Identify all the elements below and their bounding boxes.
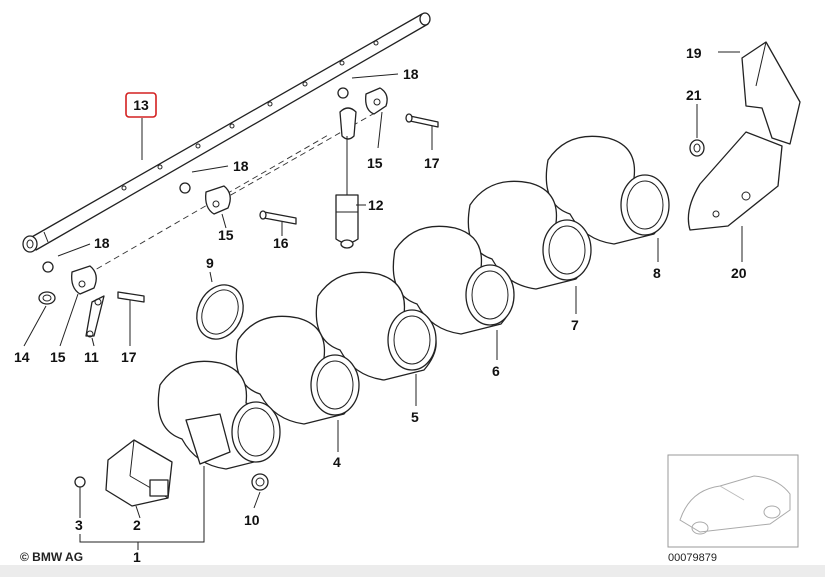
throttle-body-4[interactable] xyxy=(235,315,360,425)
top-bracket-assembly[interactable] xyxy=(337,87,439,128)
callout-14[interactable]: 14 xyxy=(14,349,30,365)
callout-20[interactable]: 20 xyxy=(731,265,747,281)
callout-18c[interactable]: 18 xyxy=(94,235,110,251)
drawing-number: 00079879 xyxy=(668,552,717,564)
callout-11[interactable]: 11 xyxy=(84,349,99,365)
callout-15b[interactable]: 15 xyxy=(218,227,234,243)
callouts: 13 18 15 17 12 18 15 16 18 14 15 11 17 9… xyxy=(14,45,747,565)
callout-4[interactable]: 4 xyxy=(333,454,341,470)
callout-12[interactable]: 12 xyxy=(368,197,384,213)
callout-3[interactable]: 3 xyxy=(75,517,83,533)
part-13-shaft[interactable] xyxy=(22,12,431,253)
callout-1[interactable]: 1 xyxy=(133,549,141,565)
callout-6[interactable]: 6 xyxy=(492,363,500,379)
callout-18a[interactable]: 18 xyxy=(403,66,419,82)
part-19-cover[interactable] xyxy=(741,41,801,145)
callout-7[interactable]: 7 xyxy=(571,317,579,333)
shaft-holes xyxy=(121,40,379,191)
part-2-sensor[interactable] xyxy=(105,439,173,507)
part-10-nut[interactable] xyxy=(251,473,269,491)
throttle-body-7[interactable] xyxy=(467,180,592,290)
callout-17b[interactable]: 17 xyxy=(121,349,137,365)
callout-5[interactable]: 5 xyxy=(411,409,419,425)
throttle-body-8[interactable] xyxy=(545,135,670,245)
vehicle-thumbnail xyxy=(667,454,799,548)
bottom-bar xyxy=(0,565,825,577)
part-20-bracket[interactable] xyxy=(687,131,783,231)
callout-15c[interactable]: 15 xyxy=(50,349,66,365)
part-3-screw[interactable] xyxy=(74,476,86,500)
highlight-box-13 xyxy=(125,92,157,118)
callout-8[interactable]: 8 xyxy=(653,265,661,281)
throttle-body-5[interactable] xyxy=(315,271,437,381)
callout-15a[interactable]: 15 xyxy=(367,155,383,171)
copyright-text: © BMW AG xyxy=(20,550,83,564)
part-12-damper[interactable] xyxy=(335,107,359,249)
callout-21[interactable]: 21 xyxy=(686,87,702,103)
callout-18b[interactable]: 18 xyxy=(233,158,249,174)
callout-19[interactable]: 19 xyxy=(686,45,702,61)
callout-10[interactable]: 10 xyxy=(244,512,260,528)
parts-diagram: 13 18 15 17 12 18 15 16 18 14 15 11 17 9… xyxy=(14,12,801,565)
callout-13[interactable]: 13 xyxy=(133,97,149,113)
leader-lines xyxy=(23,51,743,550)
callout-2[interactable]: 2 xyxy=(133,517,141,533)
left-bracket-assembly[interactable] xyxy=(38,261,145,338)
callout-17a[interactable]: 17 xyxy=(424,155,440,171)
callout-9[interactable]: 9 xyxy=(206,255,214,271)
part-9-o-ring[interactable] xyxy=(188,277,252,346)
part-21-nut[interactable] xyxy=(689,139,705,157)
throttle-body-6[interactable] xyxy=(392,225,515,335)
throttle-body-1[interactable] xyxy=(157,360,281,470)
callout-16[interactable]: 16 xyxy=(273,235,289,251)
middle-bracket-assembly[interactable] xyxy=(179,182,297,225)
